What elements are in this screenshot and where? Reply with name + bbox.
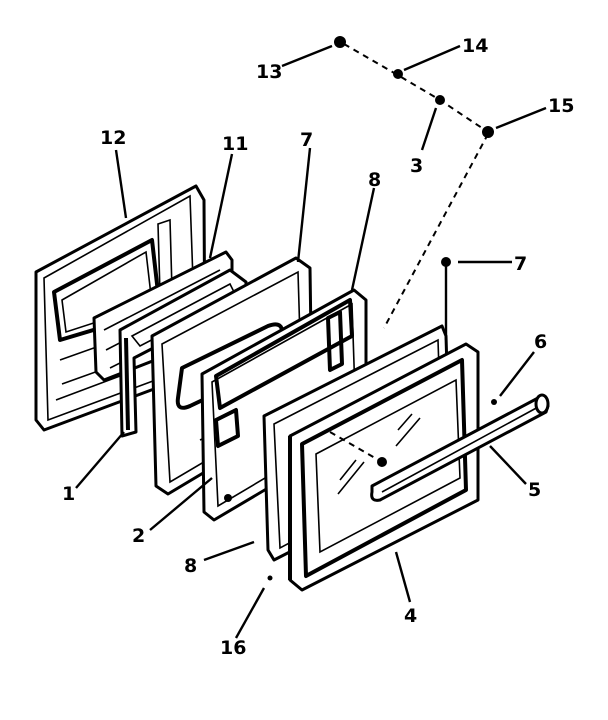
callout-12: 12 (100, 127, 126, 149)
callout-8-bottom: 8 (184, 555, 197, 577)
callout-10: 7 (300, 129, 313, 151)
callout-16: 16 (220, 637, 246, 659)
assembly-lines (329, 43, 489, 463)
callout-6: 6 (534, 331, 547, 353)
callout-5: 5 (528, 479, 541, 501)
callout-14: 14 (462, 35, 488, 57)
callout-7: 7 (514, 253, 527, 275)
callout-13: 13 (256, 61, 282, 83)
leader-lines (75, 44, 547, 639)
callout-15: 15 (548, 95, 574, 117)
callout-8-top: 8 (368, 169, 381, 191)
callout-2: 2 (132, 525, 145, 547)
callout-3: 3 (410, 155, 423, 177)
callout-11: 11 (222, 133, 248, 155)
part-4-outer-door (288, 342, 480, 592)
part-5-door-handle (370, 393, 550, 502)
callout-1: 1 (62, 483, 75, 505)
callout-4: 4 (404, 605, 417, 627)
callout-labels: 13 14 3 15 12 11 7 8 7 6 5 1 2 8 16 4 (62, 35, 574, 659)
